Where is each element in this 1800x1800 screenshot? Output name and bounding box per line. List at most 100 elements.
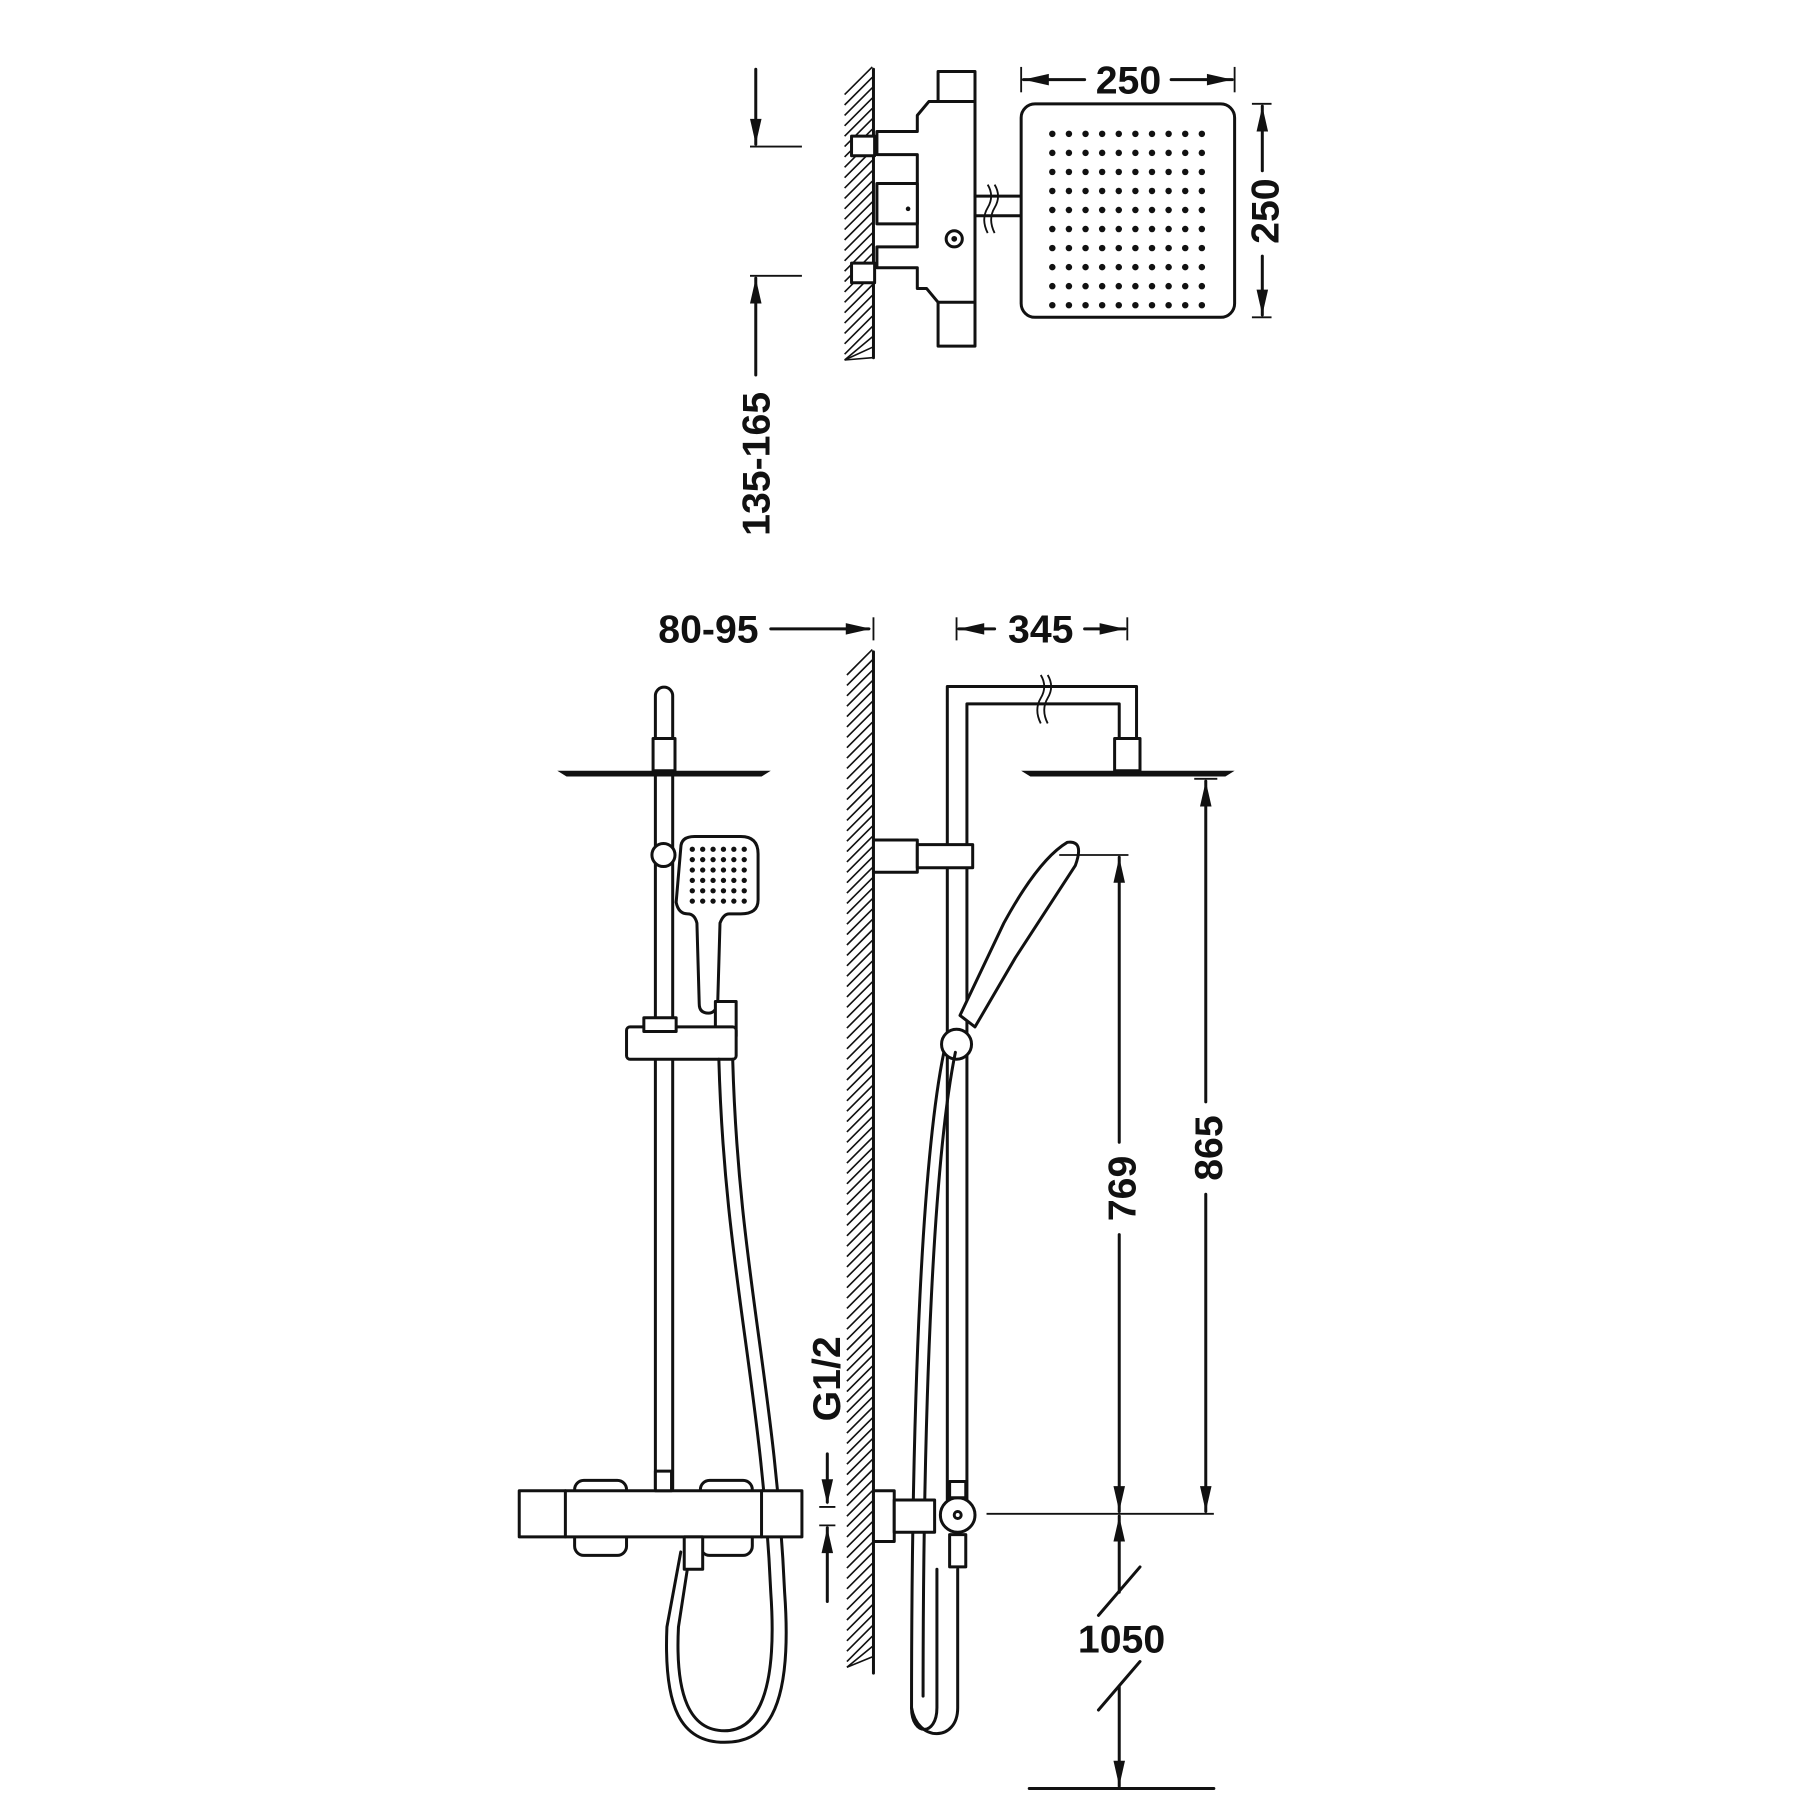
nozzle-dot <box>1165 206 1172 214</box>
handshower-nozzle <box>741 888 747 894</box>
nozzle-dot <box>1082 149 1089 157</box>
nozzle-dot <box>1115 206 1122 214</box>
dim-arm-projection: 345 <box>955 608 1129 652</box>
dim-install-height: 1050 <box>1027 1514 1216 1790</box>
side-view <box>871 674 1235 1735</box>
hose-front <box>664 1057 788 1744</box>
nozzle-dot <box>1148 301 1156 309</box>
nozzle-dot <box>1098 187 1106 195</box>
handshower-nozzle <box>720 888 727 894</box>
handshower-nozzle <box>689 867 695 873</box>
shower-head-top <box>1019 102 1237 319</box>
front-view <box>517 685 804 1744</box>
nozzle-dot <box>1065 168 1073 176</box>
dim-label-install-height: 1050 <box>1078 1617 1165 1661</box>
dim-label-head-height: 865 <box>1187 1115 1231 1180</box>
nozzle-dot <box>1181 282 1189 290</box>
nozzle-dot <box>1132 168 1139 176</box>
handshower-nozzle <box>700 856 706 863</box>
nozzle-dot <box>1132 225 1139 233</box>
thermostat-bar <box>517 1489 804 1539</box>
nozzle-dot <box>1198 244 1206 252</box>
nozzle-dot <box>1082 244 1089 252</box>
nozzle-dot <box>1165 168 1172 176</box>
dim-wall-offset: 80-95 <box>658 608 875 652</box>
nozzle-dot <box>1132 130 1139 138</box>
nozzle-dot <box>1148 225 1156 233</box>
nozzle-dot <box>1165 187 1172 195</box>
handshower-nozzle <box>741 867 747 873</box>
nozzle-dot <box>1198 187 1206 195</box>
handshower-nozzle <box>700 846 706 852</box>
handshower-nozzle <box>700 898 706 904</box>
dim-head-depth: 250 <box>1243 102 1287 319</box>
nozzle-dot <box>1065 225 1073 233</box>
nozzle-dot <box>1148 149 1156 157</box>
nozzle-dot <box>1065 244 1073 252</box>
dim-label-wall-offset: 80-95 <box>658 608 758 652</box>
nozzle-dot <box>1065 282 1073 290</box>
nozzle-dot <box>1082 187 1089 195</box>
nozzle-dot <box>1098 149 1106 157</box>
dim-label-connection-thread: G1/2 <box>805 1336 849 1421</box>
nozzle-dot <box>1198 149 1206 157</box>
handshower-nozzle <box>741 846 747 852</box>
nozzle-dot <box>1049 206 1056 214</box>
nozzle-dot <box>1065 263 1073 271</box>
shower-head-front <box>557 770 771 777</box>
nozzle-dot <box>1049 225 1056 233</box>
nozzle-dot <box>1165 263 1172 271</box>
dim-label-arm-projection: 345 <box>1008 608 1073 652</box>
handshower-nozzle <box>710 898 716 904</box>
nozzle-dot <box>1148 263 1156 271</box>
nozzle-dot <box>1132 282 1139 290</box>
dim-connection-thread: G1/2 <box>805 1336 849 1604</box>
nozzle-dot <box>1165 225 1172 233</box>
nozzle-dot <box>1115 301 1122 309</box>
handshower-nozzle <box>710 888 716 894</box>
slider-holder <box>625 1025 738 1061</box>
nozzle-dot <box>1082 130 1089 138</box>
nozzle-dot <box>1082 168 1089 176</box>
thermostat-top <box>850 70 977 348</box>
nozzle-dot <box>1115 149 1122 157</box>
handshower-nozzle <box>731 856 737 863</box>
handshower-nozzle <box>731 898 737 904</box>
handshower-nozzle <box>731 888 737 894</box>
wall-hatch-top <box>844 66 873 361</box>
dim-label-head-width: 250 <box>1096 58 1161 102</box>
dim-label-handshower-height: 769 <box>1100 1156 1144 1221</box>
handshower-nozzle <box>700 888 706 894</box>
handshower-nozzle <box>710 877 716 884</box>
nozzle-dot <box>1148 168 1156 176</box>
nozzle-dot <box>1082 206 1089 214</box>
nozzle-dot <box>1198 225 1206 233</box>
dim-label-head-depth: 250 <box>1243 178 1287 243</box>
nozzle-dot <box>1165 282 1172 290</box>
nozzle-dot <box>1049 263 1056 271</box>
handshower-nozzle <box>689 846 695 852</box>
handshower-nozzle <box>720 856 727 863</box>
nozzle-dot <box>1198 282 1206 290</box>
handshower-nozzle <box>731 846 737 852</box>
handshower-nozzle <box>720 867 727 873</box>
nozzle-dot <box>1098 130 1106 138</box>
nozzle-dots <box>1049 130 1206 309</box>
nozzle-dot <box>1098 225 1106 233</box>
nozzle-dot <box>1181 225 1189 233</box>
nozzle-dot <box>1098 244 1106 252</box>
nozzle-dot <box>1098 206 1106 214</box>
handshower-nozzle <box>731 867 737 873</box>
nozzle-dot <box>1198 263 1206 271</box>
nozzle-dot <box>1181 206 1189 214</box>
nozzle-dot <box>1065 187 1073 195</box>
handshower-nozzle <box>710 856 716 863</box>
nozzle-dot <box>1181 149 1189 157</box>
nozzle-dot <box>1165 130 1172 138</box>
nozzle-dot <box>1098 168 1106 176</box>
nozzle-dot <box>1181 168 1189 176</box>
dim-inlet-spacing: 135-165 <box>735 67 802 536</box>
dim-head-height: 865 <box>1187 777 1231 1514</box>
nozzle-dot <box>1148 206 1156 214</box>
